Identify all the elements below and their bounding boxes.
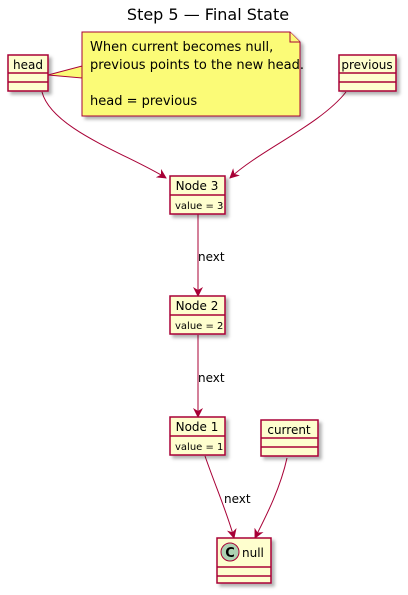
node-3: Node 3 value = 3 bbox=[169, 175, 226, 215]
edge-label-next: next bbox=[224, 492, 251, 506]
edge-head-to-node3 bbox=[41, 91, 167, 179]
object-previous-label: previous bbox=[341, 58, 392, 72]
object-head: head bbox=[7, 54, 49, 92]
note-line-1: When current becomes null, bbox=[90, 40, 273, 55]
edge-label-next: next bbox=[198, 250, 225, 264]
edges bbox=[41, 91, 347, 539]
node-1-name: Node 1 bbox=[176, 420, 219, 434]
note: When current becomes null, previous poin… bbox=[47, 31, 304, 117]
object-head-label: head bbox=[13, 58, 43, 72]
node-2-value: value = 2 bbox=[175, 321, 223, 332]
node-2-name: Node 2 bbox=[176, 299, 219, 313]
class-stereotype-letter: C bbox=[225, 546, 235, 561]
node-3-value: value = 3 bbox=[175, 201, 223, 212]
edge-node1-to-null bbox=[204, 455, 237, 539]
note-line-3: head = previous bbox=[90, 94, 197, 109]
node-2: Node 2 value = 2 bbox=[169, 295, 226, 335]
class-null: C null bbox=[216, 537, 272, 584]
class-null-label: null bbox=[242, 546, 264, 560]
object-current: current bbox=[260, 419, 319, 457]
edge-current-to-null bbox=[254, 457, 288, 539]
class-stereotype-icon bbox=[220, 542, 240, 562]
node-3-name: Node 3 bbox=[176, 179, 219, 193]
node-1-value: value = 1 bbox=[175, 442, 223, 453]
object-current-label: current bbox=[267, 423, 311, 437]
object-previous: previous bbox=[338, 54, 397, 92]
edge-previous-to-node3 bbox=[229, 91, 347, 179]
edge-label-next: next bbox=[198, 371, 225, 385]
note-line-2: previous points to the new head. bbox=[90, 58, 304, 73]
node-1: Node 1 value = 1 bbox=[169, 416, 226, 456]
diagram-title: Step 5 — Final State bbox=[127, 5, 289, 24]
